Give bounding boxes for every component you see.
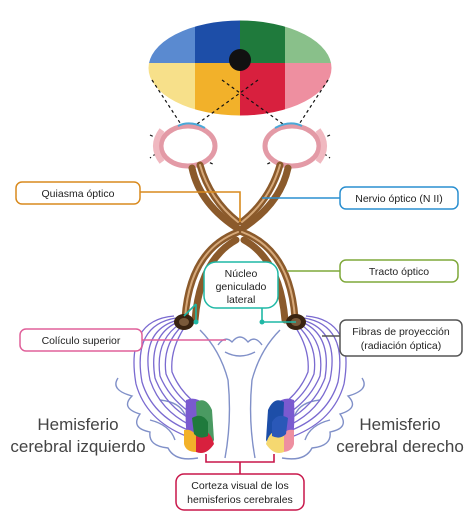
label-nucleo-line-1: Núcleo: [225, 268, 258, 280]
label-corteza-line-2: hemisferios cerebrales: [187, 494, 293, 506]
label-nucleo-line-3: lateral: [227, 294, 256, 306]
right-eye: [262, 122, 327, 169]
visual-cortex-left: [184, 398, 214, 453]
label-nervio: Nervio óptico (N II): [339, 186, 459, 210]
label-coliculo-text: Colículo superior: [42, 335, 121, 347]
label-quiasma-text: Quiasma óptico: [42, 188, 115, 200]
hemi-izq-line-1: Hemisferio: [37, 415, 118, 434]
label-coliculo: Colículo superior: [19, 328, 143, 352]
hemi-der-line-2: cerebral derecho: [336, 437, 464, 456]
hemi-izq-line-2: cerebral izquierdo: [10, 437, 145, 456]
label-nucleo-line-2: geniculado: [216, 281, 267, 293]
hemisphere-left-label: Hemisferio cerebral izquierdo: [10, 415, 145, 456]
connectors: [140, 191, 340, 474]
label-corteza-line-1: Corteza visual de los: [191, 480, 288, 492]
hemisphere-right-label: Hemisferio cerebral derecho: [336, 415, 464, 456]
label-corteza: Corteza visual de los hemisferios cerebr…: [175, 473, 305, 511]
label-quiasma: Quiasma óptico: [15, 181, 141, 205]
label-fibras-line-2: (radiación óptica): [361, 340, 442, 352]
hemi-der-line-1: Hemisferio: [359, 415, 440, 434]
label-tracto: Tracto óptico: [339, 259, 459, 283]
label-fibras: Fibras de proyección (radiación óptica): [339, 319, 463, 357]
label-tracto-text: Tracto óptico: [369, 266, 429, 278]
optic-pathway-highlight: [184, 164, 296, 319]
label-nervio-text: Nervio óptico (N II): [355, 193, 443, 205]
optic-radiation-left: [133, 315, 199, 437]
optic-radiation-right: [281, 315, 347, 437]
visual-cortex-right: [266, 398, 295, 453]
label-fibras-line-1: Fibras de proyección: [352, 326, 450, 338]
left-eye: [153, 122, 218, 169]
brain-outline: [115, 329, 365, 460]
label-nucleo: Núcleo geniculado lateral: [203, 261, 279, 309]
